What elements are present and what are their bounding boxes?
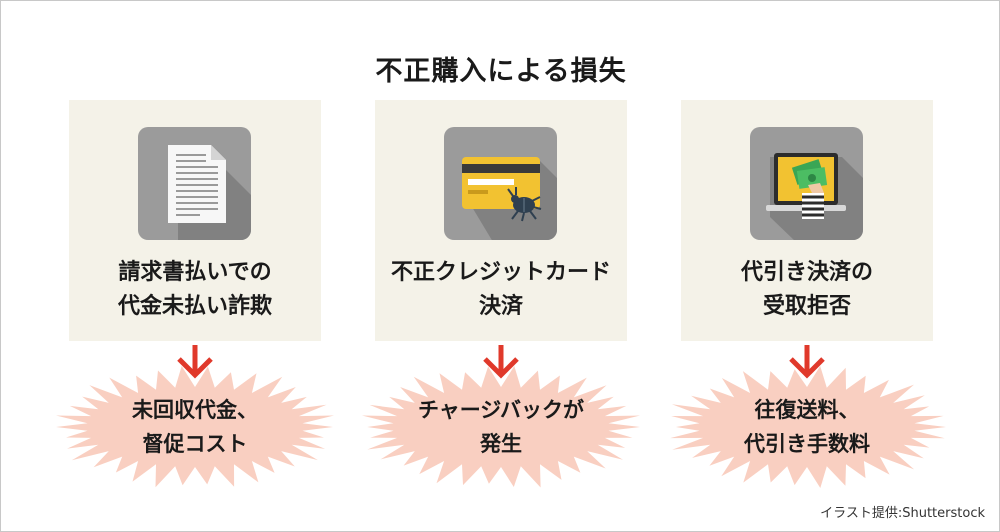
loss-cause-label: 不正クレジットカード 決済	[375, 256, 627, 324]
loss-cause-label-line-1: 不正クレジットカード	[390, 260, 611, 285]
down-arrow-icon	[177, 345, 213, 379]
loss-cause-label-line-1: 代引き決済の	[740, 260, 873, 285]
loss-cause-label-line-2: 受取拒否	[762, 294, 851, 319]
burst-polygon	[670, 366, 946, 488]
loss-result-line-2: 督促コスト	[142, 432, 248, 456]
loss-result-line-2: 発生	[480, 432, 522, 456]
loss-result-text: チャージバックが 発生	[376, 393, 626, 461]
bug-icon	[507, 187, 542, 222]
loss-cause-label-line-1: 請求書払いでの	[118, 260, 272, 285]
image-credit: イラスト提供:Shutterstock	[820, 506, 985, 521]
diagram-title: 不正購入による損失	[375, 56, 627, 87]
document-icon	[138, 127, 251, 240]
loss-cause-panel-credit-card: 不正クレジットカード 決済	[375, 100, 627, 341]
down-arrow-icon	[483, 345, 519, 379]
loss-burst-shape	[362, 366, 640, 488]
credit-card-bug-icon	[444, 127, 557, 240]
loss-burst-shape	[670, 366, 946, 488]
loss-cause-label: 請求書払いでの 代金未払い詐欺	[69, 256, 321, 324]
loss-cause-panel-invoice: 請求書払いでの 代金未払い詐欺	[69, 100, 321, 341]
burst-polygon	[56, 366, 334, 488]
laptop-cash-icon	[750, 127, 863, 240]
loss-result-text: 未回収代金、 督促コスト	[70, 393, 320, 461]
loss-cause-label: 代引き決済の 受取拒否	[681, 256, 933, 324]
loss-cause-panel-cash-on-delivery: 代引き決済の 受取拒否	[681, 100, 933, 341]
down-arrow-icon	[789, 345, 825, 379]
cash-icon	[791, 159, 828, 189]
loss-result-line-1: 未回収代金、	[132, 398, 258, 422]
loss-cause-label-line-2: 代金未払い詐欺	[117, 294, 272, 319]
loss-burst-shape	[56, 366, 334, 488]
burst-polygon	[362, 366, 640, 488]
loss-cause-label-line-2: 決済	[478, 294, 523, 319]
loss-result-line-1: チャージバックが	[417, 398, 585, 422]
loss-result-line-2: 代引き手数料	[744, 432, 870, 456]
loss-result-text: 往復送料、 代引き手数料	[682, 393, 932, 461]
loss-result-line-1: 往復送料、	[754, 398, 860, 422]
